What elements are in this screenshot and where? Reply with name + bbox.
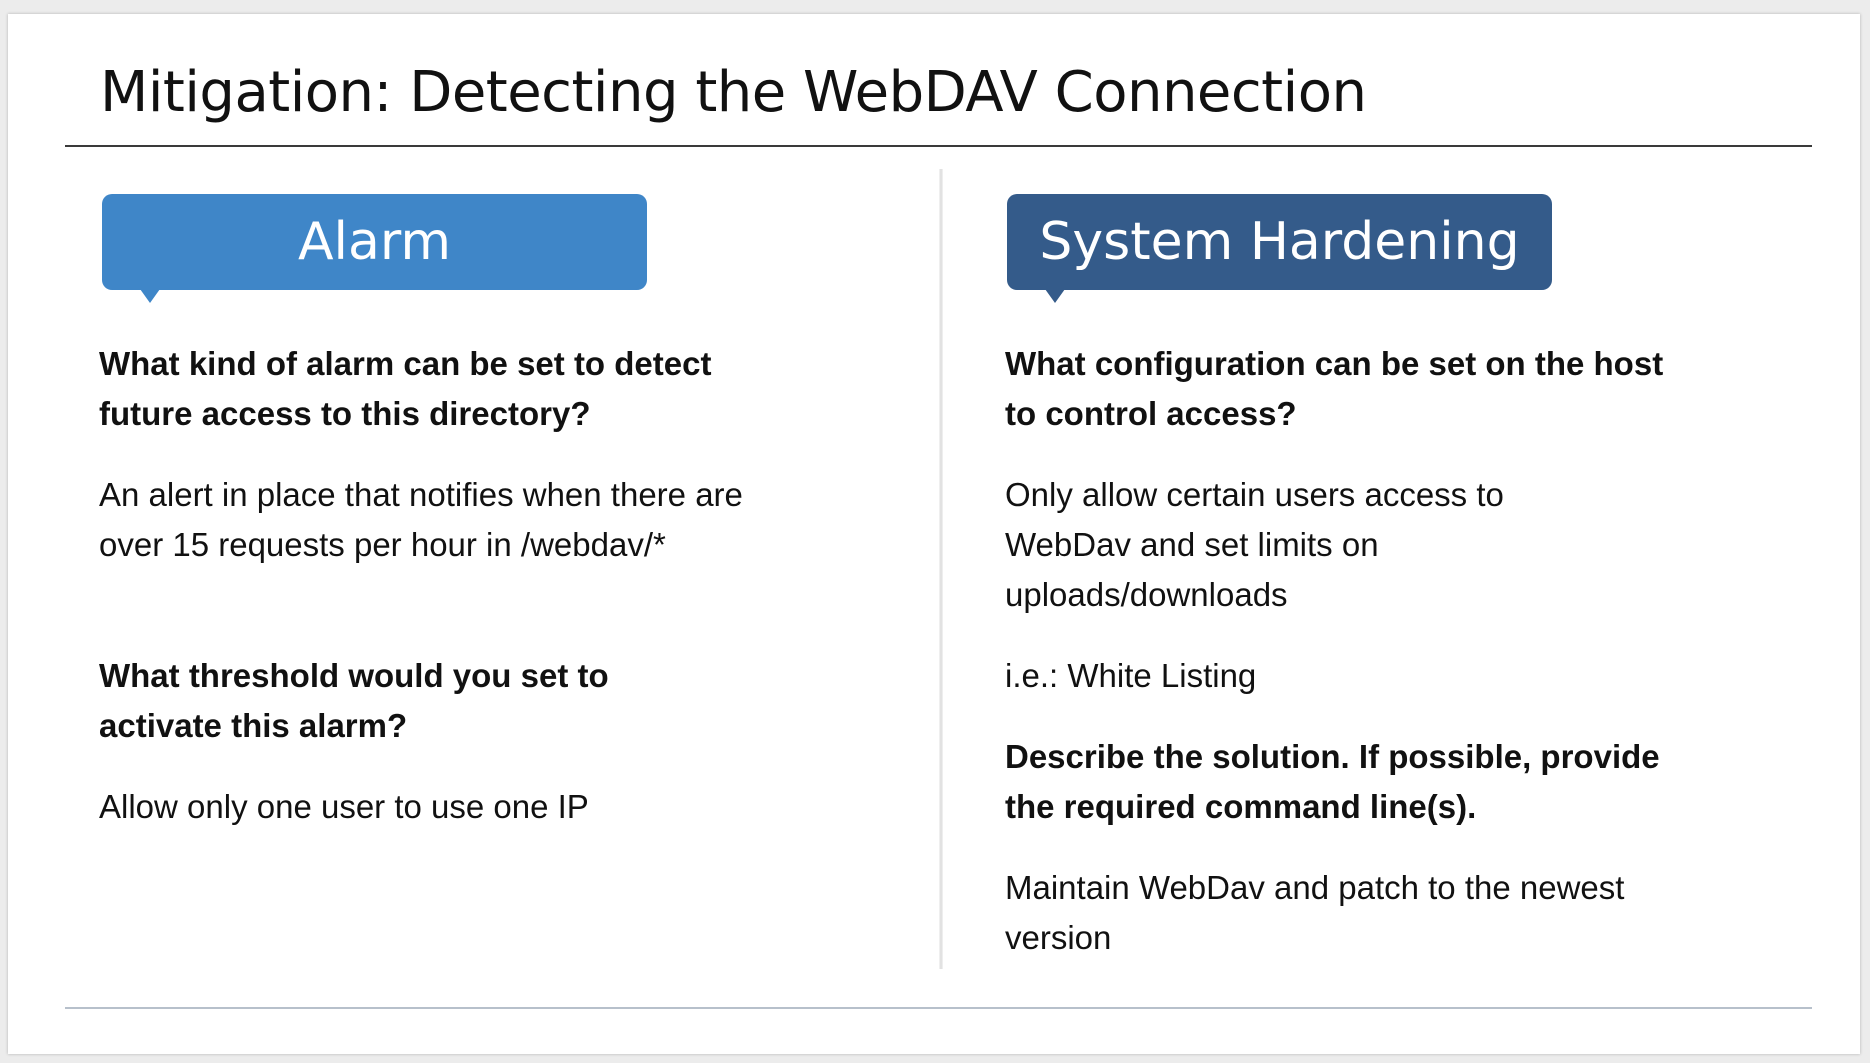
slide: Mitigation: Detecting the WebDAV Connect…	[8, 14, 1860, 1054]
hardening-answer-2: Maintain WebDav and patch to the newest …	[1005, 869, 1625, 956]
system-hardening-callout: System Hardening	[1007, 194, 1552, 303]
alarm-answer-2: Allow only one user to use one IP	[99, 788, 589, 825]
system-hardening-column: What configuration can be set on the hos…	[1005, 339, 1795, 963]
alarm-column: What kind of alarm can be set to detect …	[99, 339, 889, 832]
alarm-callout: Alarm	[102, 194, 647, 303]
alarm-heading: Alarm	[297, 212, 451, 272]
system-hardening-heading: System Hardening	[1039, 212, 1520, 272]
column-divider	[939, 169, 943, 969]
slide-title: Mitigation: Detecting the WebDAV Connect…	[100, 60, 1367, 125]
alarm-answer-1: An alert in place that notifies when the…	[99, 476, 743, 563]
hardening-answer-1: Only allow certain users access to WebDa…	[1005, 476, 1504, 613]
hardening-answer-1b: i.e.: White Listing	[1005, 657, 1257, 694]
hardening-question-1: What configuration can be set on the hos…	[1005, 345, 1664, 432]
hardening-question-2: Describe the solution. If possible, prov…	[1005, 738, 1660, 825]
alarm-question-1: What kind of alarm can be set to detect …	[99, 345, 712, 432]
title-divider	[65, 145, 1812, 147]
bottom-divider	[65, 1007, 1812, 1009]
alarm-question-2: What threshold would you set to activate…	[99, 657, 609, 744]
